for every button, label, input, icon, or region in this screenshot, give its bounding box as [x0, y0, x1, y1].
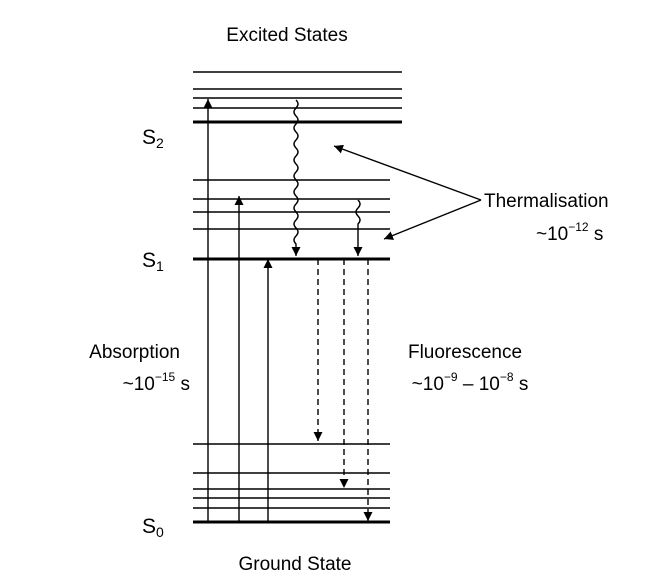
fluorescence-prefix: ~10: [411, 374, 444, 395]
absorption-timescale: ~10−15 s: [30, 371, 190, 395]
s0-vibrational-levels: [193, 443, 390, 509]
thermalisation-timescale: ~10−12 s: [536, 221, 604, 245]
relaxation-wavy-arrow: [353, 199, 363, 256]
fluorescence-unit: s: [513, 374, 529, 395]
s2-subscript: 2: [156, 135, 164, 151]
relaxation-wavy-arrow: [291, 99, 301, 256]
ground-state-title: Ground State: [195, 555, 395, 574]
thermalisation-arrows: [291, 99, 482, 256]
s0-symbol: S: [142, 515, 157, 538]
thermalisation-pointer-upper: [333, 144, 482, 201]
absorption-arrows: [203, 99, 273, 522]
s1-vibrational-levels: [193, 179, 390, 230]
s2-label: S2: [142, 126, 164, 151]
absorption-prefix: ~10: [122, 374, 155, 395]
absorption-exponent: −15: [154, 370, 176, 384]
excited-states-title: Excited States: [187, 26, 387, 45]
s1-subscript: 1: [156, 258, 164, 274]
s2-vibrational-levels: [193, 71, 402, 109]
thermalisation-unit: s: [588, 224, 604, 245]
fluorescence-label: Fluorescence: [365, 343, 565, 362]
thermalisation-exponent: −12: [568, 220, 589, 234]
s1-label: S1: [142, 249, 164, 274]
s0-subscript: 0: [156, 524, 164, 540]
s1-symbol: S: [142, 249, 157, 272]
absorption-text: Absorption: [89, 342, 180, 363]
s2-symbol: S: [142, 126, 157, 149]
fluorescence-exponent-1: −9: [443, 370, 458, 384]
fluorescence-timescale: ~10−9 – 10−8 s: [370, 371, 570, 395]
fluorescence-exponent-2: −8: [499, 370, 514, 384]
absorption-label: Absorption: [30, 343, 180, 362]
absorption-unit: s: [175, 374, 190, 395]
fluorescence-text: Fluorescence: [407, 342, 523, 363]
thermalisation-prefix: ~10: [536, 224, 569, 245]
excited-states-text: Excited States: [226, 25, 348, 46]
fluorescence-arrows: [313, 259, 373, 521]
s0-label: S0: [142, 515, 164, 540]
fluorescence-mid: – 10: [457, 374, 500, 395]
thermalisation-pointer-lower: [383, 199, 482, 240]
thermalisation-text: Thermalisation: [484, 191, 609, 212]
thermalisation-label: Thermalisation: [484, 192, 609, 211]
ground-state-text: Ground State: [238, 554, 352, 575]
